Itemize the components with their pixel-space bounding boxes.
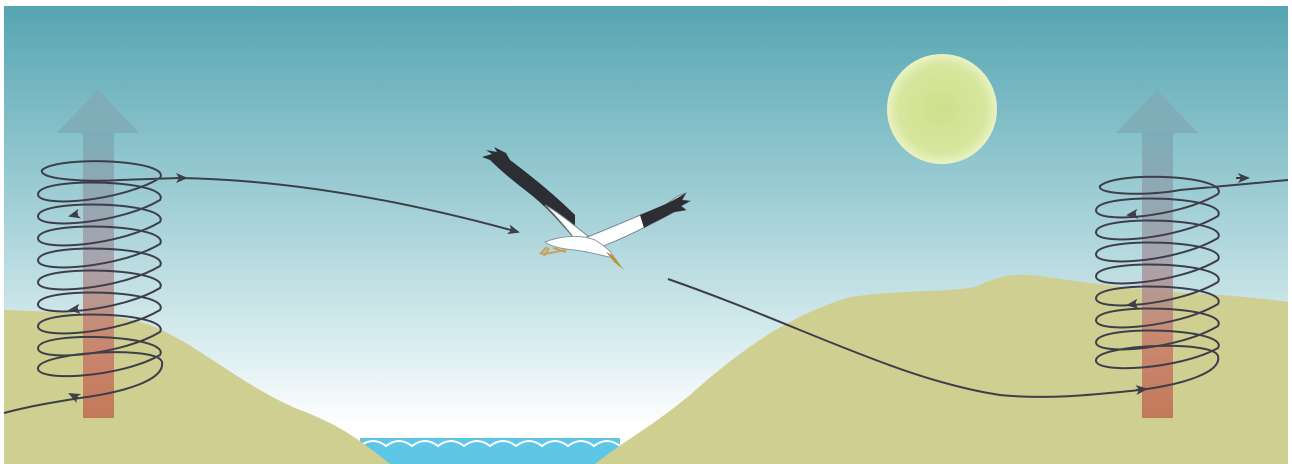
water [360,438,620,464]
sun [887,54,997,164]
